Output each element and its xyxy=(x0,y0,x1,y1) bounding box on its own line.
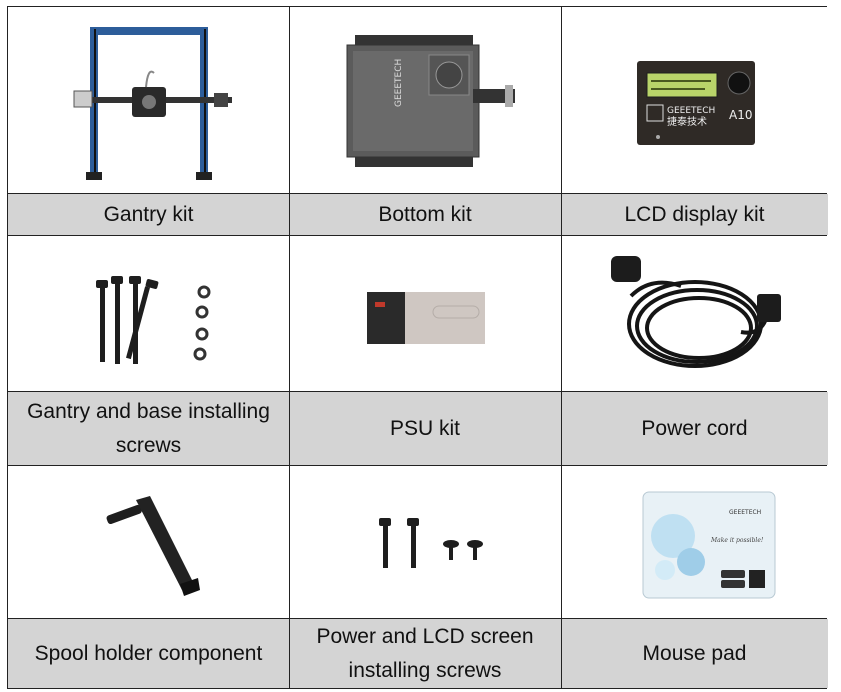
mousepad-brand-text: GEEETECH xyxy=(729,509,761,516)
label-spool-holder: Spool holder component xyxy=(8,619,289,688)
label-mouse-pad: Mouse pad xyxy=(561,619,828,688)
label-lcd-display-kit: LCD display kit xyxy=(561,194,828,235)
label-gantry-kit: Gantry kit xyxy=(8,194,289,235)
label-lcd-screen-screws: Power and LCD screen installing screws xyxy=(289,619,561,688)
gantry-kit-image xyxy=(8,7,289,193)
row-divider xyxy=(8,391,826,392)
label-gantry-base-screws: Gantry and base installing screws xyxy=(8,392,289,465)
column-divider xyxy=(289,7,290,688)
bottom-kit-image: GEEETECH xyxy=(289,7,561,193)
bottom-brand-text: GEEETECH xyxy=(394,59,404,107)
psu-kit-image xyxy=(289,236,561,391)
lcd-screen-screws-image xyxy=(289,466,561,618)
lcd-display-kit-image: GEEETECH 捷泰技术 A10 xyxy=(561,7,828,193)
row-divider xyxy=(8,465,826,466)
label-psu-kit: PSU kit xyxy=(289,392,561,465)
mouse-pad-image: GEEETECH Make it possible! xyxy=(561,466,828,618)
label-power-cord: Power cord xyxy=(561,392,828,465)
lcd-model-text: A10 xyxy=(729,108,752,122)
spool-holder-image xyxy=(8,466,289,618)
power-cord-image xyxy=(561,236,828,391)
column-divider xyxy=(561,7,562,688)
mousepad-slogan-text: Make it possible! xyxy=(710,537,764,544)
row-divider xyxy=(8,193,826,194)
lcd-brand-cn-text: 捷泰技术 xyxy=(667,115,707,128)
kit-contents-table: GEEETECH GEEETECH 捷泰技术 A10 Gantry kit Bo… xyxy=(7,6,828,689)
lcd-brand-text: GEEETECH xyxy=(667,106,715,116)
gantry-screws-image xyxy=(8,236,289,391)
label-bottom-kit: Bottom kit xyxy=(289,194,561,235)
row-divider xyxy=(8,618,826,619)
row-divider xyxy=(8,235,826,236)
